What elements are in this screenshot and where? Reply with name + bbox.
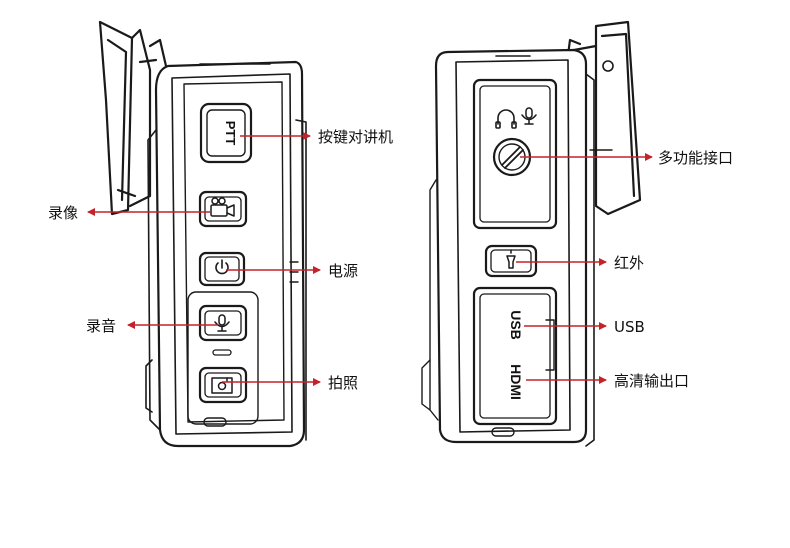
left-device <box>98 20 307 448</box>
callout-infrared: 红外 <box>614 254 644 272</box>
usb-port-label: USB <box>508 310 524 340</box>
power-button[interactable] <box>198 251 246 287</box>
belt-clip-left <box>98 20 168 216</box>
camcorder-icon <box>210 197 235 217</box>
microphone-icon <box>214 314 230 332</box>
record-audio-button[interactable] <box>198 304 248 342</box>
hdmi-port-label: HDMI <box>508 364 524 400</box>
callout-multi-port: 多功能接口 <box>658 149 733 167</box>
callout-hdmi: 高清输出口 <box>614 372 689 390</box>
callout-photo: 拍照 <box>328 374 358 392</box>
infrared-button[interactable] <box>484 244 538 278</box>
power-icon <box>215 259 229 275</box>
callout-power: 电源 <box>328 262 358 280</box>
ptt-button[interactable] <box>199 102 253 164</box>
right-callout-arrows <box>516 153 653 384</box>
callout-record-audio: 录音 <box>86 317 116 335</box>
microphone-icon <box>521 107 537 125</box>
ptt-label: PTT <box>223 121 238 146</box>
callout-record-video: 录像 <box>48 204 78 222</box>
headphone-icon <box>495 109 517 129</box>
right-device <box>421 20 642 447</box>
port-flap[interactable] <box>472 286 558 426</box>
callout-usb: USB <box>614 318 645 336</box>
left-callout-arrows <box>87 132 321 386</box>
flashlight-icon <box>506 249 516 269</box>
callout-ptt: 按键对讲机 <box>318 128 393 146</box>
